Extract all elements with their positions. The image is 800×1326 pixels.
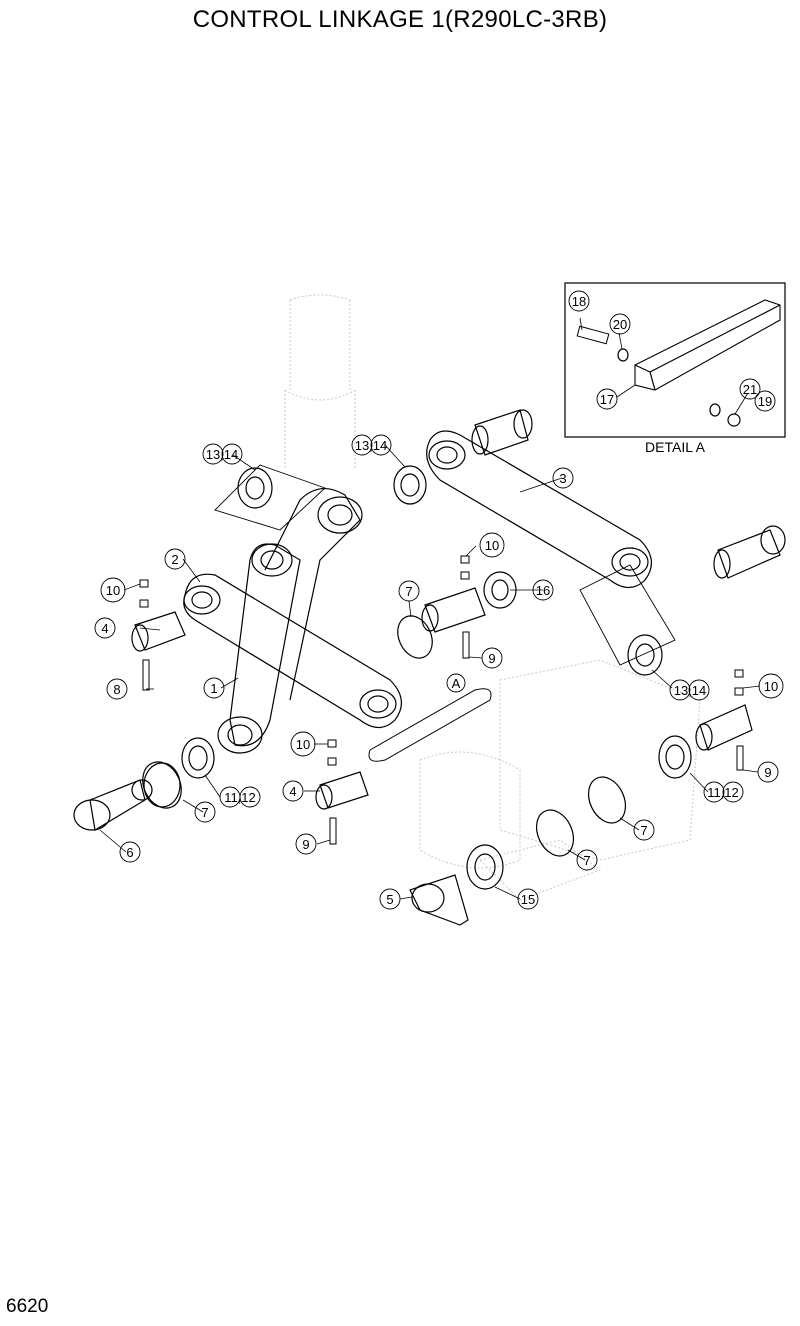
callout-2: 2 (171, 552, 178, 567)
callout-9-right: 9 (764, 765, 771, 780)
detail-a-box (564, 282, 786, 438)
callout-11-12-left: 11,12 (224, 790, 256, 805)
pin-right-upper (713, 525, 786, 579)
callout-7-right: 7 (640, 823, 647, 838)
callout-10-left: 10 (106, 583, 120, 598)
callout-10-center: 10 (485, 538, 499, 553)
section-a-strip (368, 688, 492, 762)
bushing-top-mid (393, 465, 427, 505)
pin-5-and-washer-15 (409, 844, 504, 926)
callout-13-14-mid: 13,14 (355, 438, 388, 453)
bushing-left-lower (143, 737, 215, 808)
diagram-title: CONTROL LINKAGE 1(R290LC-3RB) (192, 6, 608, 33)
o-rings (142, 615, 627, 857)
pin-6 (73, 779, 153, 831)
pin-top-right (471, 409, 533, 456)
callout-labels: 18 20 17 21 19 DETAIL A 13,14 13,14 3 2 … (101, 294, 778, 907)
background-outline (284, 294, 701, 901)
section-marker-a: A (452, 676, 461, 691)
bolts-and-nuts (139, 555, 744, 845)
callout-7-left: 7 (201, 805, 208, 820)
callout-9-center: 9 (488, 651, 495, 666)
pin-4-left (131, 611, 186, 652)
leader-lines (99, 444, 761, 900)
callout-15: 15 (521, 892, 535, 907)
callout-9-lower: 9 (302, 837, 309, 852)
pin-center-16 (421, 571, 517, 633)
callout-10-right: 10 (764, 679, 778, 694)
link-arm-3 (426, 430, 652, 589)
pin-right-lower (658, 704, 753, 779)
callout-21: 21 (743, 382, 757, 397)
callout-17: 17 (600, 392, 614, 407)
callout-4-center: 4 (289, 784, 296, 799)
callout-8: 8 (113, 682, 120, 697)
callout-11-12-right: 11,12 (707, 785, 739, 800)
callout-7-lower: 7 (583, 853, 590, 868)
page-number: 6620 (6, 1296, 49, 1317)
callout-19: 19 (758, 394, 772, 409)
callout-20: 20 (613, 317, 627, 332)
callout-13-14-left: 13,14 (206, 447, 239, 462)
callout-5: 5 (386, 892, 393, 907)
callout-18: 18 (572, 294, 586, 309)
callout-3: 3 (559, 471, 566, 486)
bushing-right-mid (579, 564, 676, 676)
callout-10-lower: 10 (296, 737, 310, 752)
callout-1: 1 (210, 681, 217, 696)
link-arm-1 (217, 488, 363, 754)
callout-4-left: 4 (101, 621, 108, 636)
callout-circles (94, 290, 784, 910)
link-arm-2 (183, 573, 402, 729)
callout-13-14-right: 13,14 (674, 683, 707, 698)
detail-a-caption: DETAIL A (645, 439, 706, 455)
callout-7-center: 7 (405, 584, 412, 599)
pin-4-center (315, 771, 369, 810)
callout-16: 16 (536, 583, 550, 598)
bushing-top-left (214, 464, 326, 531)
callout-6: 6 (126, 845, 133, 860)
